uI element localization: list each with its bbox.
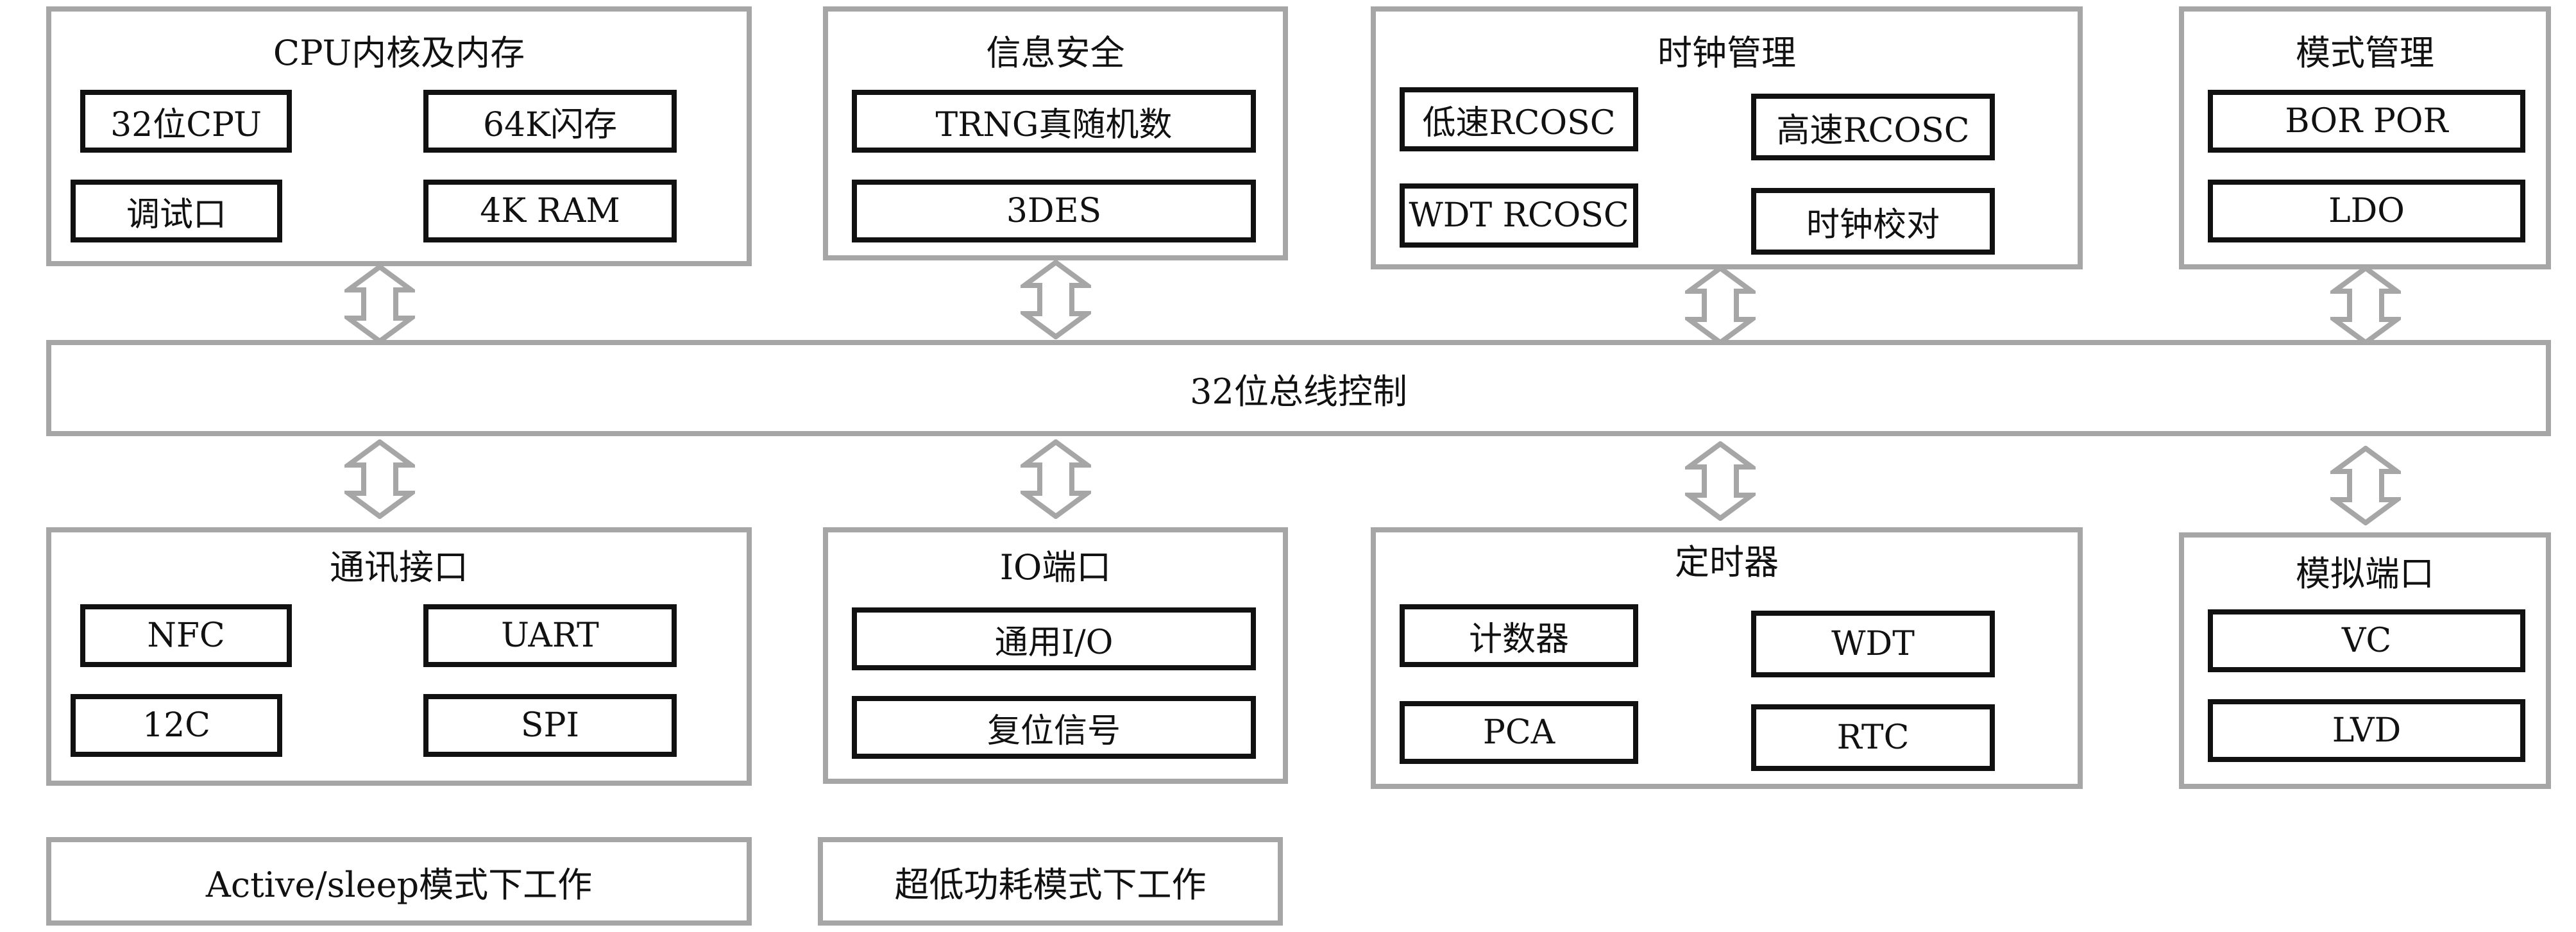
clock-management-group: 时钟管理 低速RCOSC 高速RCOSC WDT RCOSC 时钟校对 [1371, 6, 2083, 269]
low-speed-rcosc-box: 低速RCOSC [1400, 87, 1638, 151]
arrow-security-bus [1021, 260, 1091, 339]
analog-port-title: 模拟端口 [2296, 554, 2434, 594]
arrow-mode-bus [2330, 266, 2401, 345]
active-sleep-note: Active/sleep模式下工作 [46, 837, 752, 926]
spi-box: SPI [423, 694, 677, 757]
analog-port-group: 模拟端口 VC LVD [2179, 532, 2551, 789]
3des-box: 3DES [852, 180, 1256, 242]
ultra-low-power-note: 超低功耗模式下工作 [818, 837, 1283, 926]
high-speed-rcosc-box: 高速RCOSC [1751, 94, 1995, 160]
timer-group: 定时器 计数器 WDT PCA RTC [1371, 527, 2083, 789]
system-bus: 32位总线控制 [46, 340, 2551, 436]
arrow-bus-analog [2330, 446, 2401, 525]
i2c-box: 12C [71, 694, 282, 757]
wdt-rcosc-box: WDT RCOSC [1400, 183, 1638, 248]
rtc-box: RTC [1751, 704, 1995, 771]
communication-group: 通讯接口 NFC UART 12C SPI [46, 527, 752, 786]
active-sleep-note-label: Active/sleep模式下工作 [205, 864, 593, 905]
gpio-box: 通用I/O [852, 607, 1256, 670]
security-title: 信息安全 [986, 33, 1125, 73]
debug-port-box: 调试口 [71, 180, 282, 242]
flash-64k-box: 64K闪存 [423, 90, 677, 153]
cpu-memory-title: CPU内核及内存 [273, 33, 525, 73]
vc-box: VC [2208, 609, 2525, 672]
lvd-box: LVD [2208, 699, 2525, 762]
pca-box: PCA [1400, 701, 1638, 764]
nfc-box: NFC [80, 604, 292, 667]
counter-box: 计数器 [1400, 604, 1638, 667]
trng-box: TRNG真随机数 [852, 90, 1256, 153]
io-port-group: IO端口 通用I/O 复位信号 [823, 527, 1288, 784]
cpu-32bit-box: 32位CPU [80, 90, 292, 153]
clock-calibration-box: 时钟校对 [1751, 188, 1995, 255]
io-port-title: IO端口 [999, 547, 1112, 588]
communication-title: 通讯接口 [330, 547, 468, 588]
arrow-bus-timer [1685, 441, 1756, 521]
arrow-cpu-bus [344, 264, 415, 344]
cpu-memory-group: CPU内核及内存 32位CPU 64K闪存 调试口 4K RAM [46, 6, 752, 266]
mode-management-group: 模式管理 BOR POR LDO [2179, 6, 2551, 269]
ultra-low-power-note-label: 超低功耗模式下工作 [894, 864, 1207, 905]
arrow-bus-io [1021, 439, 1091, 519]
timer-title: 定时器 [1675, 542, 1779, 582]
uart-box: UART [423, 604, 677, 667]
arrow-bus-communication [344, 439, 415, 519]
bus-label: 32位总线控制 [1190, 371, 1407, 412]
ldo-box: LDO [2208, 180, 2525, 242]
mode-management-title: 模式管理 [2296, 33, 2434, 73]
clock-management-title: 时钟管理 [1657, 33, 1796, 73]
arrow-clock-bus [1685, 266, 1756, 345]
reset-signal-box: 复位信号 [852, 696, 1256, 759]
bor-por-box: BOR POR [2208, 90, 2525, 153]
wdt-box: WDT [1751, 611, 1995, 677]
security-group: 信息安全 TRNG真随机数 3DES [823, 6, 1288, 260]
ram-4k-box: 4K RAM [423, 180, 677, 242]
